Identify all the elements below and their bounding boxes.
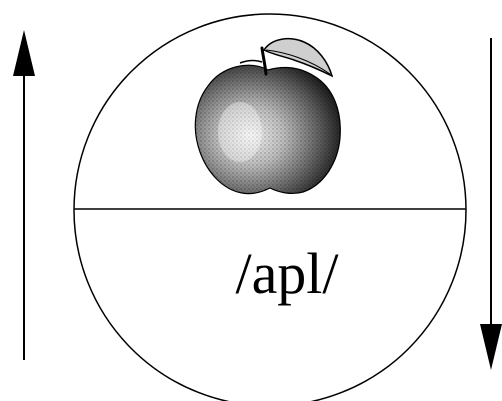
up-arrow-head	[13, 30, 35, 76]
apple-texture	[195, 65, 340, 193]
up-arrow	[13, 30, 35, 360]
down-arrow	[480, 38, 502, 370]
apple-twig	[240, 61, 262, 63]
word-label: /apl/	[235, 241, 339, 306]
apple-highlight	[218, 102, 262, 162]
apple-image	[195, 39, 340, 194]
down-arrow-head	[480, 324, 502, 370]
